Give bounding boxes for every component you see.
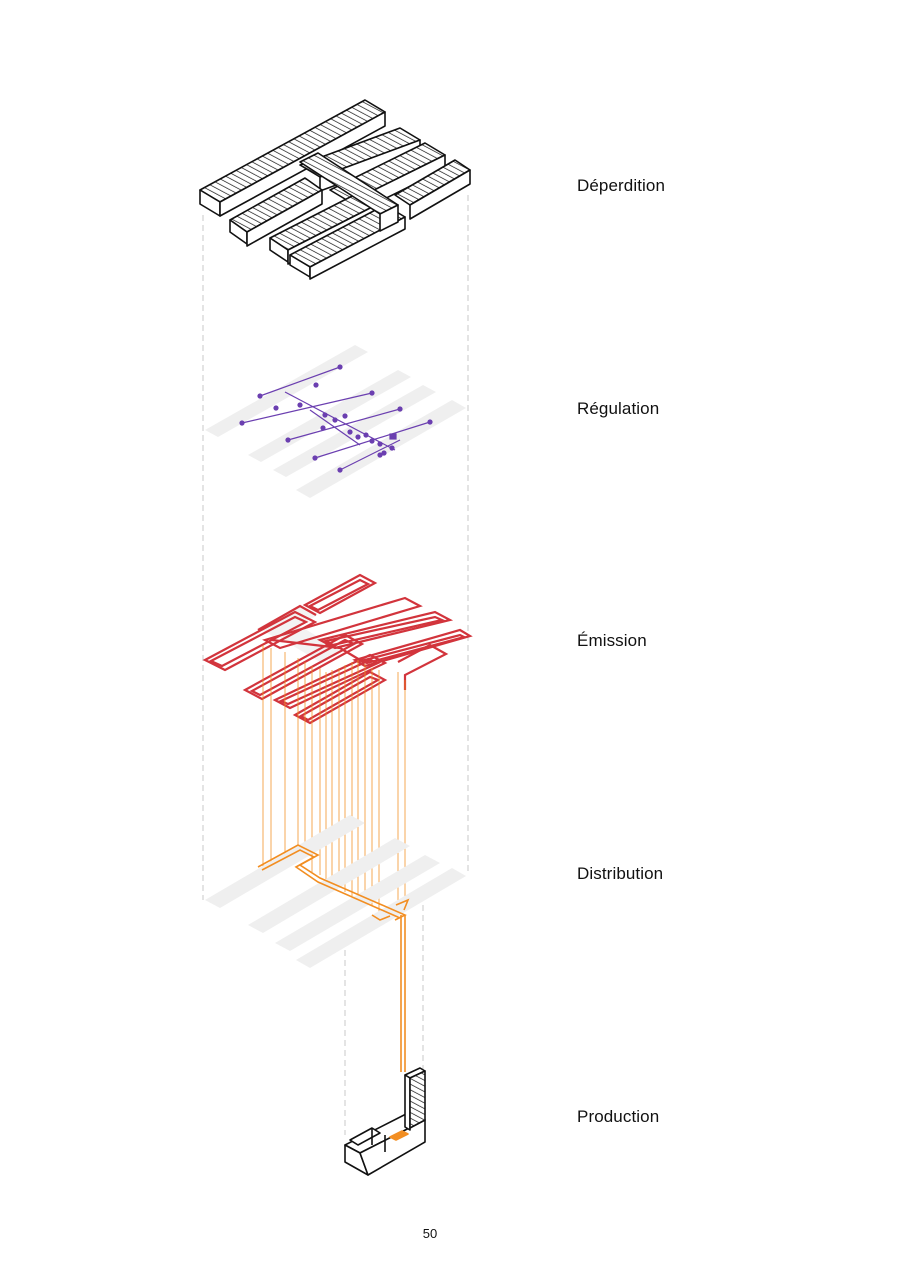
regulation-network [239, 364, 433, 473]
hall-front-right [289, 204, 406, 280]
riser-pipes [262, 645, 406, 912]
layer-label-deperdition: Déperdition [577, 176, 666, 195]
deperdition-building [199, 99, 471, 280]
layer-label-distribution: Distribution [577, 864, 664, 883]
layer-label-regulation: Régulation [577, 399, 660, 418]
cross-hall [299, 152, 399, 232]
production-building [344, 1067, 426, 1176]
guide-lines [202, 195, 469, 1135]
layer-label-production: Production [577, 1107, 660, 1126]
distribution-network [257, 844, 410, 1072]
emission-network [202, 573, 473, 725]
hall-far-right [394, 159, 471, 220]
layer-label-emission: Émission [577, 631, 647, 650]
hall-front-left [229, 177, 323, 247]
page-number: 50 [422, 1226, 438, 1241]
distribution-slabs [205, 815, 466, 968]
